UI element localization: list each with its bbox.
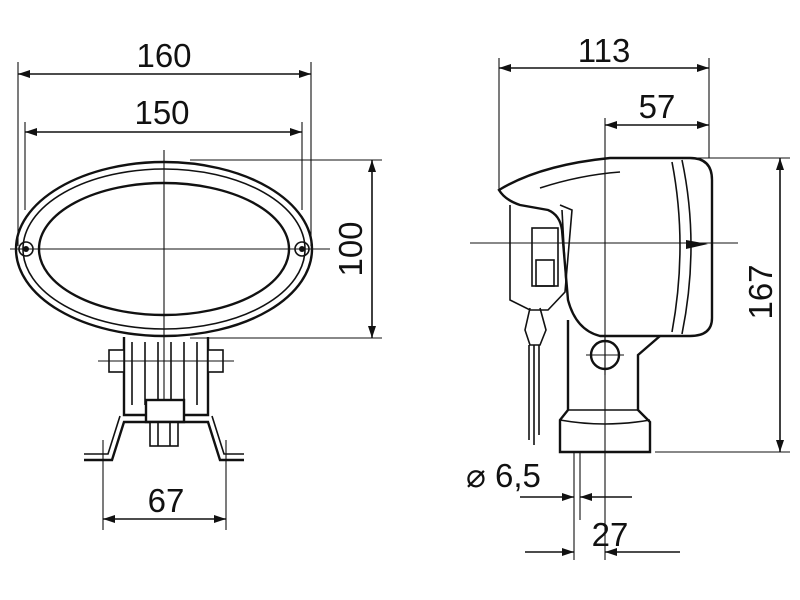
bracket-width-label: 67 — [148, 482, 185, 519]
hole-offset-label: 27 — [592, 516, 629, 553]
lens-width-label: 150 — [134, 94, 189, 131]
hole-diameter-label: ⌀ 6,5 — [466, 457, 541, 494]
lamp-front-stand — [84, 337, 244, 462]
dimension-overall-depth: 113 — [499, 32, 709, 72]
dimension-bracket-width: 67 — [102, 440, 227, 530]
dimension-overall-width: 160 — [18, 37, 311, 78]
overall-depth-label: 113 — [578, 32, 631, 69]
housing-depth-label: 57 — [639, 88, 676, 125]
dimension-hole-offset: 27 — [525, 460, 680, 560]
lamp-side-mount — [558, 320, 661, 454]
dimension-lens-width: 150 — [25, 94, 302, 136]
lens-height-label: 100 — [332, 221, 369, 276]
dimension-hole: ⌀ 6,5 — [466, 452, 632, 560]
dimension-housing-depth: 57 — [605, 88, 709, 129]
dimension-lens-height: 100 — [332, 160, 376, 338]
lamp-front-body — [10, 150, 330, 420]
front-view: 160 150 100 — [10, 37, 382, 530]
lamp-side-body — [470, 156, 738, 445]
side-view: 113 57 167 — [466, 32, 790, 560]
overall-height-label: 167 — [742, 264, 779, 319]
overall-width-label: 160 — [136, 37, 191, 74]
dimension-overall-height: 167 — [742, 158, 784, 452]
